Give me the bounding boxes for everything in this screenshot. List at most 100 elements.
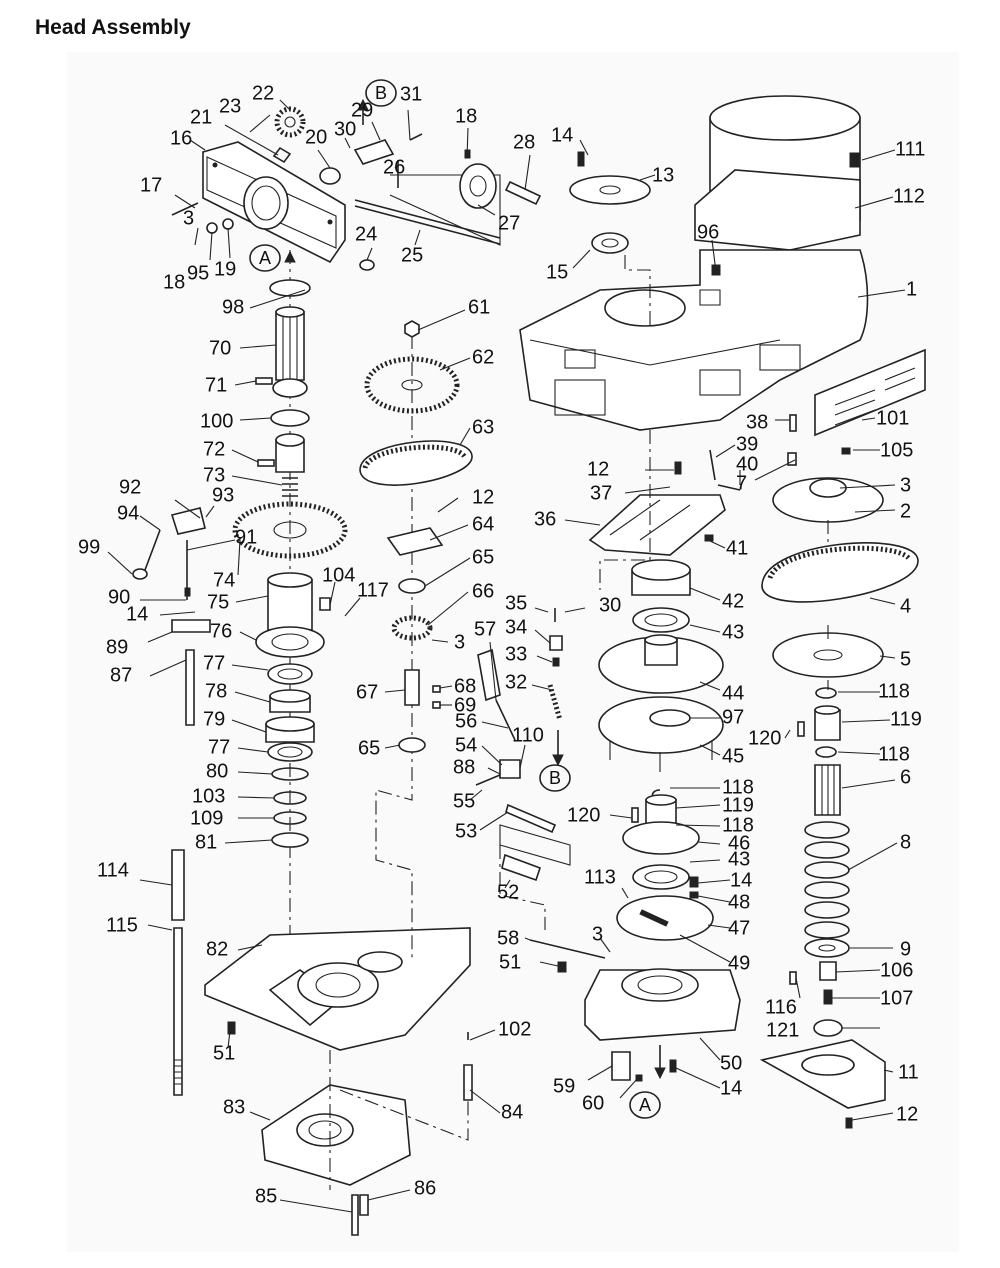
worm-21 <box>272 146 292 164</box>
knob-19 <box>222 218 234 230</box>
exploded-diagram-drawing: 1 2 3 3 3 3 4 5 6 7 7 8 9 11 12 12 12 13… <box>78 79 926 1236</box>
block-104 <box>319 597 331 611</box>
housing-centerline <box>599 430 651 590</box>
callout-63: 63 <box>472 416 494 438</box>
callout-44: 44 <box>722 682 744 704</box>
spring-8 <box>804 821 850 939</box>
callout-84: 84 <box>501 1101 523 1123</box>
callout-40: 40 <box>736 453 758 475</box>
bearing-77-top <box>267 663 313 685</box>
callout-56: 56 <box>455 710 477 732</box>
motor-112 <box>694 95 861 251</box>
callout-23: 23 <box>219 95 241 117</box>
spring-33 <box>552 657 560 667</box>
callout-111: 111 <box>895 138 925 160</box>
callout-92: 92 <box>119 476 141 498</box>
pin-90 <box>184 587 191 597</box>
bearing-43-top <box>632 607 690 633</box>
callout-57: 57 <box>474 618 496 640</box>
callout-114: 114 <box>97 859 129 881</box>
callout-14: 14 <box>126 603 148 625</box>
screw-14-mid <box>689 876 699 888</box>
callout-98: 98 <box>222 296 244 318</box>
knob-86 <box>359 1194 369 1216</box>
callout-120: 120 <box>748 727 781 749</box>
callout-14: 14 <box>720 1077 742 1099</box>
callout-79: 79 <box>203 708 225 730</box>
spring-118-b <box>815 746 837 758</box>
nut-61 <box>404 320 420 338</box>
callout-119: 119 <box>890 708 922 730</box>
callout-106: 106 <box>880 959 913 981</box>
callout-11: 11 <box>898 1061 919 1083</box>
screw-17 <box>171 202 199 216</box>
callout-93: 93 <box>212 484 234 506</box>
clutch-72 <box>275 433 305 473</box>
spring-32 <box>547 684 563 721</box>
callout-105: 105 <box>880 439 913 461</box>
gear-62 <box>364 356 460 414</box>
callout-89: 89 <box>106 636 128 658</box>
svg-text:B: B <box>375 83 387 103</box>
shaft-67 <box>404 669 420 706</box>
callout-2: 2 <box>900 500 911 522</box>
washer-48 <box>689 891 699 899</box>
callout-3: 3 <box>592 923 603 945</box>
shaft-53 <box>505 803 557 834</box>
callout-37: 37 <box>590 482 612 504</box>
key-120-b <box>631 807 639 823</box>
washer-95 <box>206 222 218 234</box>
callout-69: 69 <box>454 694 476 716</box>
callout-25: 25 <box>401 244 423 266</box>
callout-73: 73 <box>203 464 225 486</box>
callout-65: 65 <box>358 737 380 759</box>
callout-112: 112 <box>893 185 925 207</box>
cover-13 <box>569 175 651 205</box>
callout-78: 78 <box>205 680 227 702</box>
callout-91: 91 <box>235 526 257 548</box>
bearing-121 <box>813 1019 843 1037</box>
bushing-34 <box>549 635 563 651</box>
callout-20: 20 <box>305 126 327 148</box>
callout-18: 18 <box>163 271 185 293</box>
callout-43: 43 <box>728 848 750 870</box>
center-centerline <box>375 335 413 960</box>
callout-31: 31 <box>400 83 422 105</box>
callout-18: 18 <box>455 105 477 127</box>
sleeve-75 <box>267 572 313 631</box>
rod-115 <box>173 927 183 1096</box>
pulley-42 <box>631 559 691 596</box>
callout-54: 54 <box>455 734 477 756</box>
exploded-diagram: 1 2 3 3 3 3 4 5 6 7 7 8 9 11 12 12 12 13… <box>67 52 959 1252</box>
plate-83 <box>261 1084 411 1186</box>
splined-sleeve-70 <box>275 306 305 381</box>
callout-30: 30 <box>599 594 621 616</box>
plate-46 <box>622 821 700 855</box>
bearing-15 <box>591 232 629 254</box>
callout-47: 47 <box>728 917 750 939</box>
callout-51: 51 <box>499 951 521 973</box>
callout-100: 100 <box>200 410 233 432</box>
callout-68: 68 <box>454 675 476 697</box>
marker-a-top: A <box>249 244 281 272</box>
pin-85 <box>351 1194 359 1236</box>
key-68 <box>432 685 441 693</box>
callout-99: 99 <box>78 536 100 558</box>
callout-17: 17 <box>140 174 162 196</box>
brake-47 <box>616 895 714 941</box>
gearbox-cover <box>202 141 346 264</box>
callout-45: 45 <box>722 745 744 767</box>
bolt-111 <box>849 152 861 168</box>
shaft-52 <box>501 853 542 882</box>
screw-12-mid <box>674 461 682 475</box>
bushing-106 <box>819 961 837 981</box>
pin-28 <box>504 180 542 206</box>
callout-77: 77 <box>203 652 225 674</box>
callout-120: 120 <box>567 804 600 826</box>
bracket-92 <box>170 507 206 535</box>
callout-48: 48 <box>728 891 750 913</box>
callout-81: 81 <box>195 831 217 853</box>
handle-57 <box>477 648 501 702</box>
callout-53: 53 <box>455 820 477 842</box>
pin-55 <box>475 774 501 786</box>
